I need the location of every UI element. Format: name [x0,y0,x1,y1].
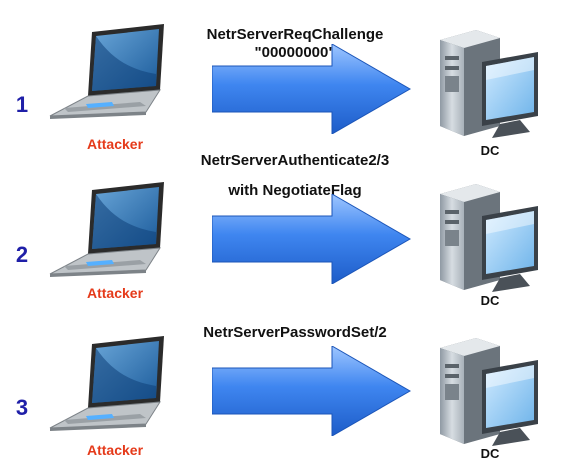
message-line-1: NetrServerPasswordSet/2 [203,324,387,341]
step-number: 1 [15,92,29,117]
step-3: 3 Attacker NetrServerPasswordSet/2 [0,318,564,468]
laptop-icon [42,20,172,120]
server-computer-icon [420,330,548,448]
message-line-1: NetrServerReqChallenge [206,26,384,43]
dc-label: DC [480,143,500,158]
message-line-1: NetrServerAuthenticate2/3 [200,152,390,169]
attacker-label: Attacker [86,442,144,458]
arrow-right-icon [211,43,412,135]
message-line-2: with NegotiateFlag [228,182,362,199]
arrow-right-icon [211,193,412,285]
laptop-icon [42,178,172,278]
dc-label: DC [480,446,500,461]
step-2: 2 Attacker NetrServerAuthenticate2/3 wit… [0,152,564,308]
server-computer-icon [420,176,548,294]
step-number: 3 [15,395,29,420]
step-number: 2 [15,242,29,267]
dc-label: DC [480,293,500,308]
step-1: 1 Attacker NetrServerReqChallenge "00000… [0,0,564,158]
attacker-label: Attacker [86,285,144,301]
attacker-label: Attacker [86,136,144,152]
message-line-2: "00000000" [254,44,336,61]
laptop-icon [42,332,172,432]
arrow-right-icon [211,345,412,437]
server-computer-icon [420,22,548,140]
